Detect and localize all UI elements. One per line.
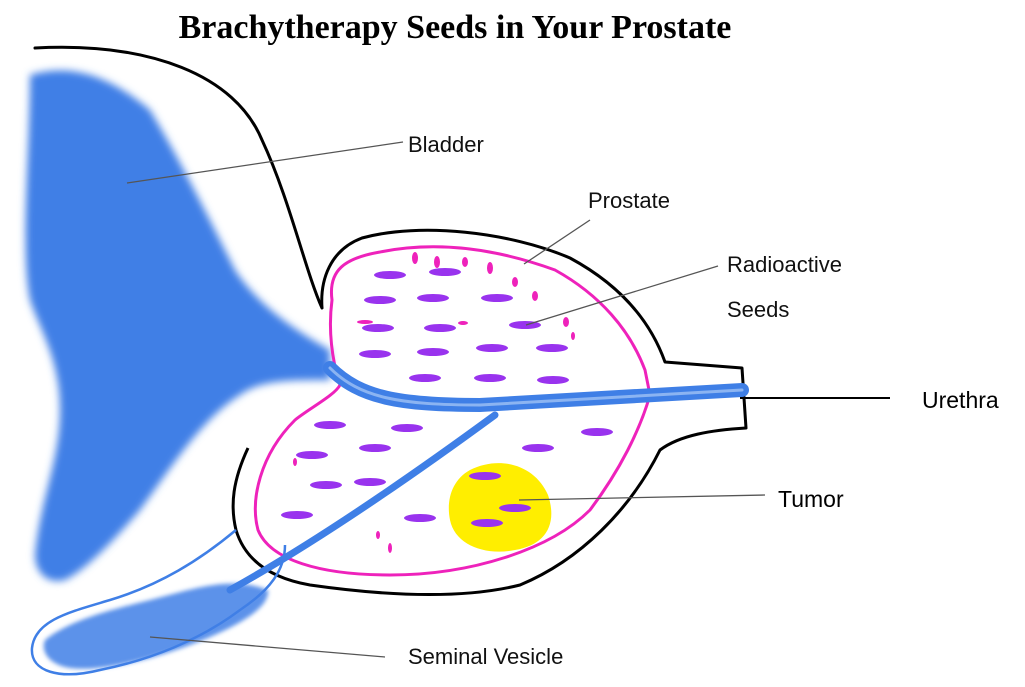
seed [417,294,449,302]
bladder-label: Bladder [408,132,484,157]
seed [522,444,554,452]
seed [310,481,342,489]
seed [476,344,508,352]
urethra-label: Urethra [922,387,999,413]
seed [364,296,396,304]
radioactive-label: Radioactive [727,252,842,277]
seed [481,294,513,302]
seed [374,271,406,279]
tumor-label: Tumor [778,486,844,512]
bladder [26,70,330,581]
diagram-title: Brachytherapy Seeds in Your Prostate [179,9,732,46]
seed [359,444,391,452]
prostate-label: Prostate [588,188,670,213]
seeds-leader [526,266,718,325]
seed [474,374,506,382]
seed [469,472,501,480]
seed [429,268,461,276]
seed [359,350,391,358]
seed [536,344,568,352]
seminal-vesicle-label: Seminal Vesicle [408,644,563,669]
seed [362,324,394,332]
prostate-leader [524,220,590,264]
seed [424,324,456,332]
seed [404,514,436,522]
seed [354,478,386,486]
seed [391,424,423,432]
seed [281,511,313,519]
seed [581,428,613,436]
tumor-leader [519,495,765,500]
seed [499,504,531,512]
seminal-vesicle-leader [150,637,385,657]
seeds-label: Seeds [727,297,789,322]
seed [409,374,441,382]
seed [314,421,346,429]
seed [417,348,449,356]
seed [537,376,569,384]
seed [471,519,503,527]
seminal-vesicle [44,584,268,669]
seed [296,451,328,459]
